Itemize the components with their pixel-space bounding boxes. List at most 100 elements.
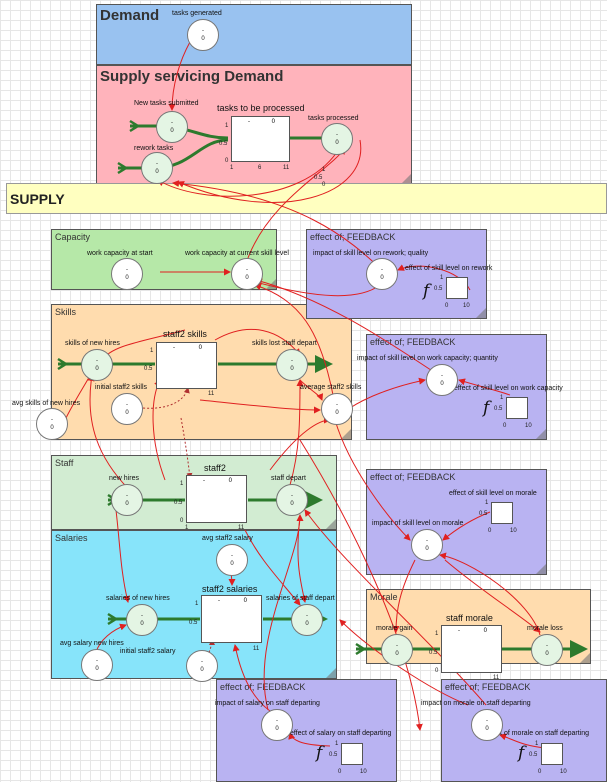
value: 0: [50, 425, 54, 431]
var-average-staff2-skills[interactable]: -0: [321, 393, 353, 425]
var-new-hires[interactable]: -0: [111, 484, 143, 516]
stock-staff-morale[interactable]: - 0: [441, 625, 502, 673]
sector-title: Morale: [370, 592, 398, 602]
axis-ymax: 1: [195, 601, 199, 607]
flow-new-tasks: [130, 124, 229, 140]
var-initial-staff2-salary[interactable]: -0: [186, 650, 218, 682]
value-top: -: [156, 161, 158, 167]
sector-feedback-morale-departing[interactable]: effect of; FEEDBACK: [441, 679, 607, 782]
sector-demand[interactable]: Demand: [96, 4, 412, 65]
axis-x-tick: 11: [493, 675, 500, 681]
var-staff-depart[interactable]: -0: [276, 484, 308, 516]
var-impact-skill-rework[interactable]: -0: [366, 258, 398, 290]
axis-ymid: 0.5: [314, 175, 323, 181]
var-work-capacity-start[interactable]: -0: [111, 258, 143, 290]
var-label: impact of skill level on rework; quality: [313, 250, 429, 257]
graphical-label: effect of skill level on work capacity: [454, 385, 563, 392]
var-tasks-generated[interactable]: -0: [187, 19, 219, 51]
var-avg-salary-new-hires[interactable]: -0: [81, 649, 113, 681]
stock-value-top: -: [458, 628, 460, 634]
graphical-effect-skill-capacity[interactable]: [506, 397, 528, 419]
stock-tasks-to-be-processed[interactable]: - 0: [231, 116, 290, 162]
var-new-tasks-submitted[interactable]: -0: [156, 111, 188, 143]
graphical-effect-skill-rework[interactable]: [446, 277, 468, 299]
axis-x-tick: 11: [208, 391, 215, 397]
var-avg-skills-new-hires[interactable]: -0: [36, 408, 68, 440]
var-label: initial staff2 salary: [120, 648, 176, 655]
var-impact-skill-morale[interactable]: -0: [411, 529, 443, 561]
value: 0: [335, 140, 339, 146]
axis-ymax: 1: [485, 500, 489, 506]
graphical-effect-skill-morale[interactable]: [491, 502, 513, 524]
var-label: initial staff2 skills: [95, 384, 148, 391]
var-initial-staff2-skills[interactable]: -0: [111, 393, 143, 425]
var-impact-salary-departing[interactable]: -0: [261, 709, 293, 741]
axis-x-tick: 1: [185, 525, 189, 531]
var-morale-loss[interactable]: -0: [531, 634, 563, 666]
sector-title: effect of; FEEDBACK: [370, 472, 456, 482]
value: 0: [155, 169, 159, 175]
resize-corner: [341, 429, 351, 439]
value-top: -: [291, 493, 293, 499]
var-label: avg skills of new hires: [12, 400, 81, 407]
value: 0: [170, 128, 174, 134]
graphical-label: effect of skill level on morale: [449, 490, 537, 497]
axis-ymax: 1: [180, 481, 184, 487]
axis-ymax: 1: [335, 741, 339, 747]
value-top: -: [396, 643, 398, 649]
value-top: -: [171, 120, 173, 126]
axis-ymid: 0.5: [189, 620, 198, 626]
axis-xmax: 10: [525, 423, 532, 429]
stock-staff2[interactable]: - 0: [186, 475, 247, 523]
var-avg-staff2-salary[interactable]: -0: [216, 544, 248, 576]
stock-value: 0: [198, 345, 202, 351]
value-top: -: [336, 132, 338, 138]
var-label: impact of skill level on work capacity; …: [357, 355, 498, 362]
axis-xmax: 10: [360, 769, 367, 775]
var-salaries-staff-depart[interactable]: -0: [291, 604, 323, 636]
axis-xmin: 0: [503, 423, 507, 429]
var-label: morale loss: [527, 625, 563, 632]
graphical-effect-morale-departing[interactable]: [541, 743, 563, 765]
stock-staff2-skills[interactable]: - 0: [156, 342, 217, 389]
stock-value-top: -: [218, 598, 220, 604]
graphical-effect-salary-departing[interactable]: [341, 743, 363, 765]
var-label: tasks processed: [308, 115, 359, 122]
graphical-function-icon: f: [316, 743, 323, 763]
var-skills-new-hires[interactable]: -0: [81, 349, 113, 381]
value-top: -: [486, 718, 488, 724]
stock-label: staff2 skills: [163, 329, 207, 339]
stock-value: 0: [271, 119, 275, 125]
var-label: skills of new hires: [65, 340, 120, 347]
resize-corner: [476, 308, 486, 318]
var-impact-morale-departing[interactable]: -0: [471, 709, 503, 741]
axis-x-tick: 11: [283, 165, 290, 171]
value: 0: [95, 366, 99, 372]
var-skills-lost[interactable]: -0: [276, 349, 308, 381]
sector-title: SUPPLY: [10, 191, 65, 207]
var-rework-tasks[interactable]: -0: [141, 152, 173, 184]
sector-feedback-salary[interactable]: effect of; FEEDBACK: [216, 679, 397, 782]
var-impact-skill-capacity[interactable]: -0: [426, 364, 458, 396]
stock-staff2-salaries[interactable]: - 0: [201, 595, 262, 643]
sector-title: Staff: [55, 458, 74, 468]
axis-xmax: 10: [463, 303, 470, 309]
axis-x-tick: 11: [238, 525, 245, 531]
sector-feedback-morale[interactable]: effect of; FEEDBACK: [366, 469, 547, 575]
var-label: salaries of new hires: [106, 595, 170, 602]
var-work-capacity-current[interactable]: -0: [231, 258, 263, 290]
value: 0: [290, 366, 294, 372]
axis-ymin: 0: [435, 668, 439, 674]
var-label: salaries of staff depart: [266, 595, 335, 602]
axis-xmin: 0: [445, 303, 449, 309]
var-tasks-processed[interactable]: -0: [321, 123, 353, 155]
var-label: morale gain: [376, 625, 413, 632]
axis-ymid: 0.5: [494, 406, 503, 412]
var-morale-gain[interactable]: -0: [381, 634, 413, 666]
axis-ymin: 0: [180, 518, 184, 524]
var-salaries-new-hires[interactable]: -0: [126, 604, 158, 636]
axis-ymid: 0.5: [329, 752, 338, 758]
var-label: avg staff2 salary: [202, 535, 253, 542]
var-label: avg salary new hires: [60, 640, 124, 647]
value-top: -: [126, 267, 128, 273]
